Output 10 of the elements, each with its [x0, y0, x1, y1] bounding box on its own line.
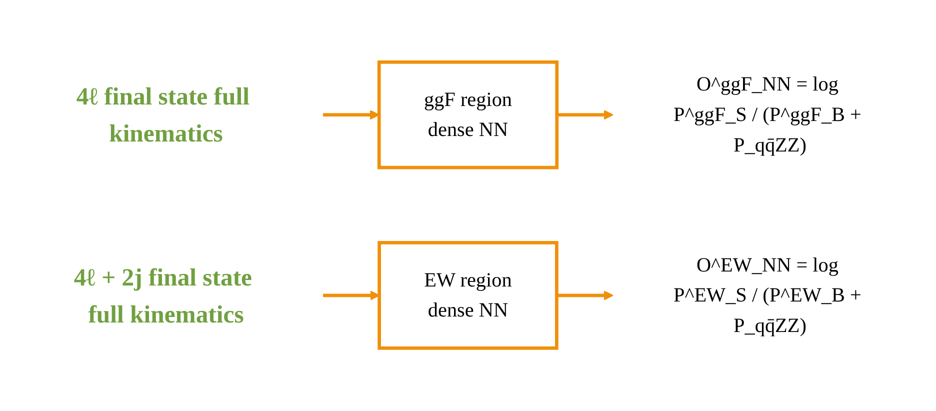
- arrow: [556, 290, 614, 301]
- arrow: [323, 110, 380, 120]
- node-text: 4ℓ + 2j final state full kinematics: [74, 263, 252, 328]
- node-text: 4ℓ final state full kinematics: [76, 82, 250, 148]
- node-text: O^ggF_NN = log P^ggF_S / (P^ggF_B + P_qq̄ZZ): [673, 73, 862, 156]
- arrow: [556, 110, 614, 120]
- node-text: O^EW_NN = log P^EW_S / (P^EW_B + P_qq̄ZZ): [673, 254, 862, 337]
- node-box: ggF region dense NN: [377, 60, 559, 170]
- node-box: EW region dense NN: [378, 241, 558, 350]
- arrow: [323, 290, 380, 301]
